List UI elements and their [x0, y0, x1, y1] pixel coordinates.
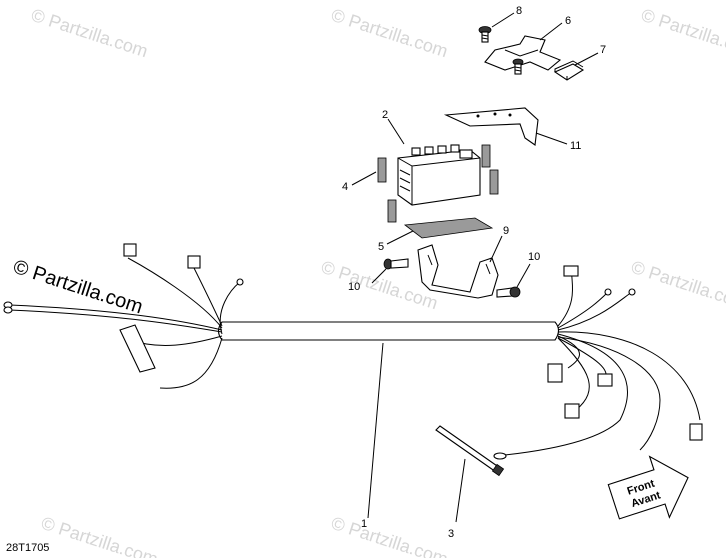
battery-part-2	[397, 144, 481, 206]
screw-part-8	[478, 26, 492, 43]
cable-tie-part-3	[435, 425, 505, 477]
callout-5: 5	[378, 241, 384, 253]
callout-8: 8	[516, 5, 522, 17]
screw-part-8b	[512, 58, 524, 75]
watermark-text: © Partzilla.com	[29, 5, 151, 62]
callout-4: 4	[342, 181, 348, 193]
callout-7: 7	[600, 44, 606, 56]
nut-part-10	[496, 286, 521, 298]
watermark-text: © Partzilla.com	[629, 257, 726, 314]
strap-part-9	[417, 244, 499, 299]
watermark-layer: © Partzilla.com © Partzilla.com © Partzi…	[29, 5, 726, 558]
callout-10b: 10	[528, 251, 540, 263]
callout-11: 11	[570, 140, 581, 152]
diagram-code: 28T1705	[6, 542, 49, 554]
mat-part-5	[403, 217, 494, 239]
watermark-text: © Partzilla.com	[329, 5, 451, 62]
callout-1: 1	[361, 518, 367, 530]
watermark-text: © Partzilla.com	[329, 513, 451, 558]
bolt-part-10	[383, 258, 409, 270]
callout-labels: 1 2 3 4 5 6 7 8 9 10 10 11	[342, 5, 606, 540]
front-direction-arrow: Front Avant	[607, 455, 689, 520]
watermark-text: © Partzilla.com	[639, 5, 726, 62]
callout-9: 9	[503, 225, 509, 237]
spacer-blocks-part-4	[377, 144, 499, 223]
callout-10a: 10	[348, 281, 360, 293]
callout-6: 6	[565, 15, 571, 27]
pad-part-7	[553, 60, 585, 81]
wiring-harness-part-1	[3, 243, 703, 460]
plate-part-11	[443, 107, 539, 146]
bracket-part-6	[484, 35, 562, 71]
watermark-text: © Partzilla.com	[39, 513, 161, 558]
callout-3: 3	[448, 528, 454, 540]
callout-2: 2	[382, 109, 388, 121]
